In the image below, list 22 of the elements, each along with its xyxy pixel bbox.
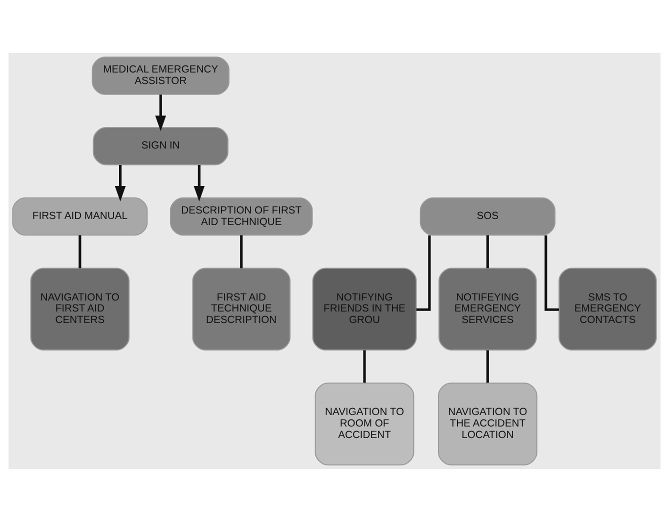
node-box: NAVIGATION TO THE ACCIDENT LOCATION [438,382,538,465]
connector [240,234,243,268]
node-box: MEDICAL EMERGENCY ASSISTOR [92,56,230,94]
node-box: NAVIGATION TO ROOM OF ACCIDENT [314,382,414,465]
node-box: SIGN IN [92,126,228,165]
node-box: NOTIFEYING EMERGENCY SERVICES [438,267,537,350]
connector [416,234,431,310]
node-box: FIRST AID TECHNIQUE DESCRIPTION [192,267,291,350]
node-box: SMS TO EMERGENCY CONTACTS [558,267,657,350]
node-box: FIRST AID MANUAL [12,196,148,236]
connector [486,234,489,268]
node-box: NOTIFYING FRIENDS IN THE GROU [312,267,417,350]
arrow [194,164,205,201]
arrow [155,94,166,131]
connector [363,350,366,382]
connector [486,350,489,382]
arrow [114,164,126,201]
node-box: DESCRIPTION OF FIRST AID TECHNIQUE [170,196,313,236]
node-box: NAVIGATION TO FIRST AID CENTERS [30,267,130,350]
node-box: SOS [420,196,556,236]
connector [78,234,82,268]
connector [544,234,559,310]
